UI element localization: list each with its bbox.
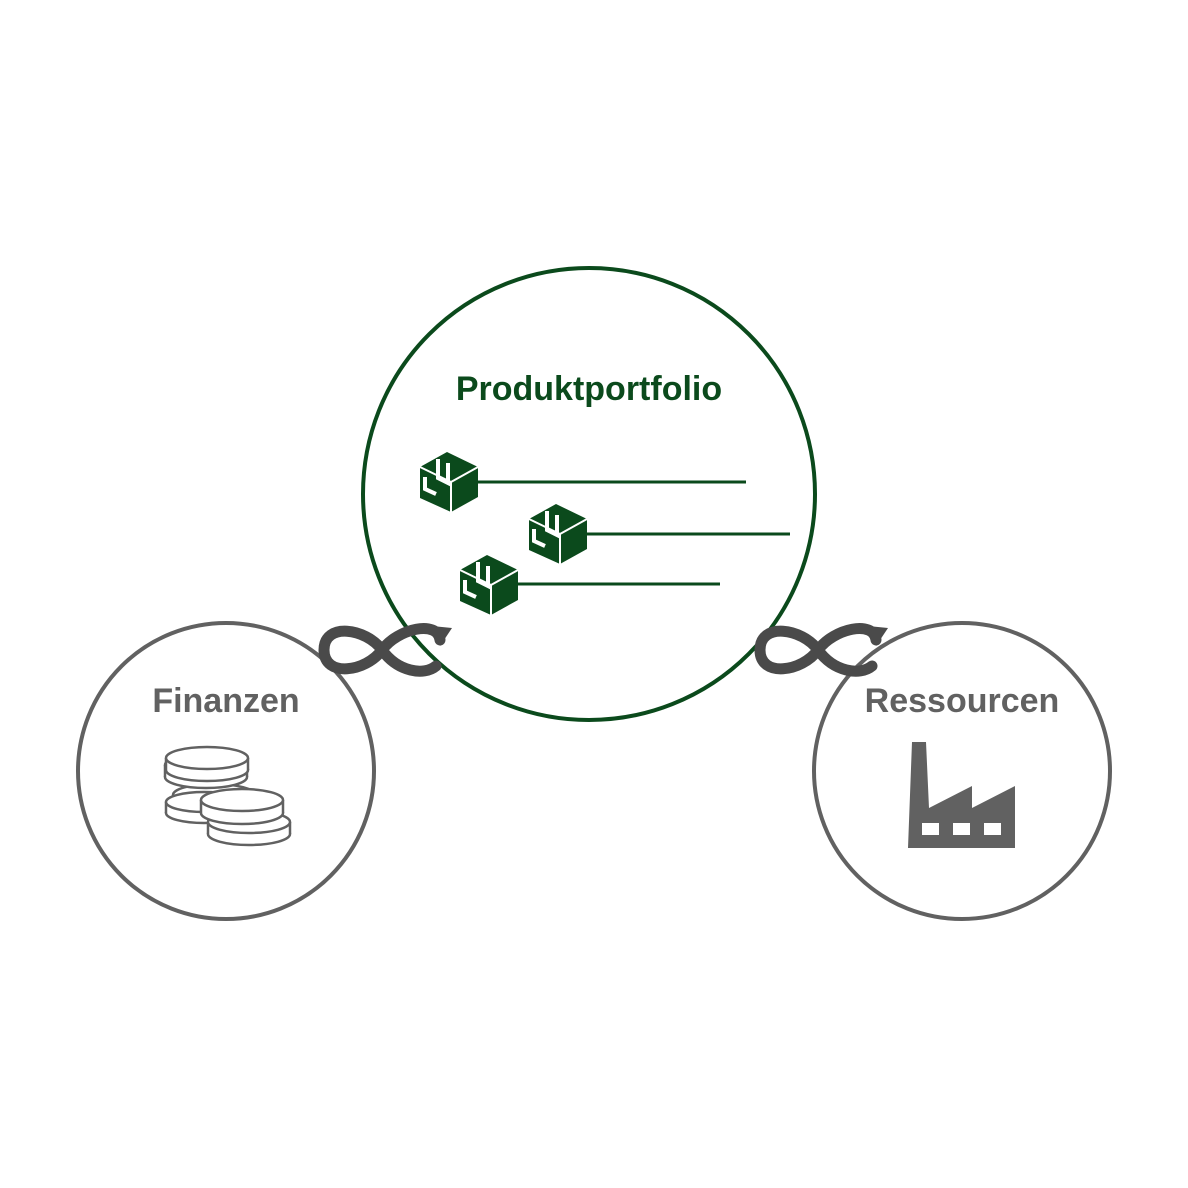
package-icon — [419, 452, 479, 512]
ressourcen-node: Ressourcen — [812, 621, 1112, 921]
produktportfolio-title: Produktportfolio — [456, 370, 722, 408]
factory-icon — [908, 742, 1015, 848]
ressourcen-title: Ressourcen — [865, 682, 1060, 720]
infinity-cycle-icon — [318, 623, 452, 677]
finanzen-node: Finanzen — [76, 621, 376, 921]
produktportfolio-circle — [361, 266, 817, 722]
produktportfolio-node: Produktportfolio — [361, 266, 817, 722]
finanzen-circle — [76, 621, 376, 921]
product-item — [528, 504, 790, 564]
package-icon — [528, 504, 588, 564]
package-icon — [459, 555, 519, 615]
product-item — [459, 555, 720, 615]
coins-icon — [163, 745, 292, 847]
finanzen-title: Finanzen — [152, 682, 299, 720]
product-item — [419, 452, 746, 512]
ressourcen-circle — [812, 621, 1112, 921]
infinity-cycle-icon — [754, 623, 888, 677]
